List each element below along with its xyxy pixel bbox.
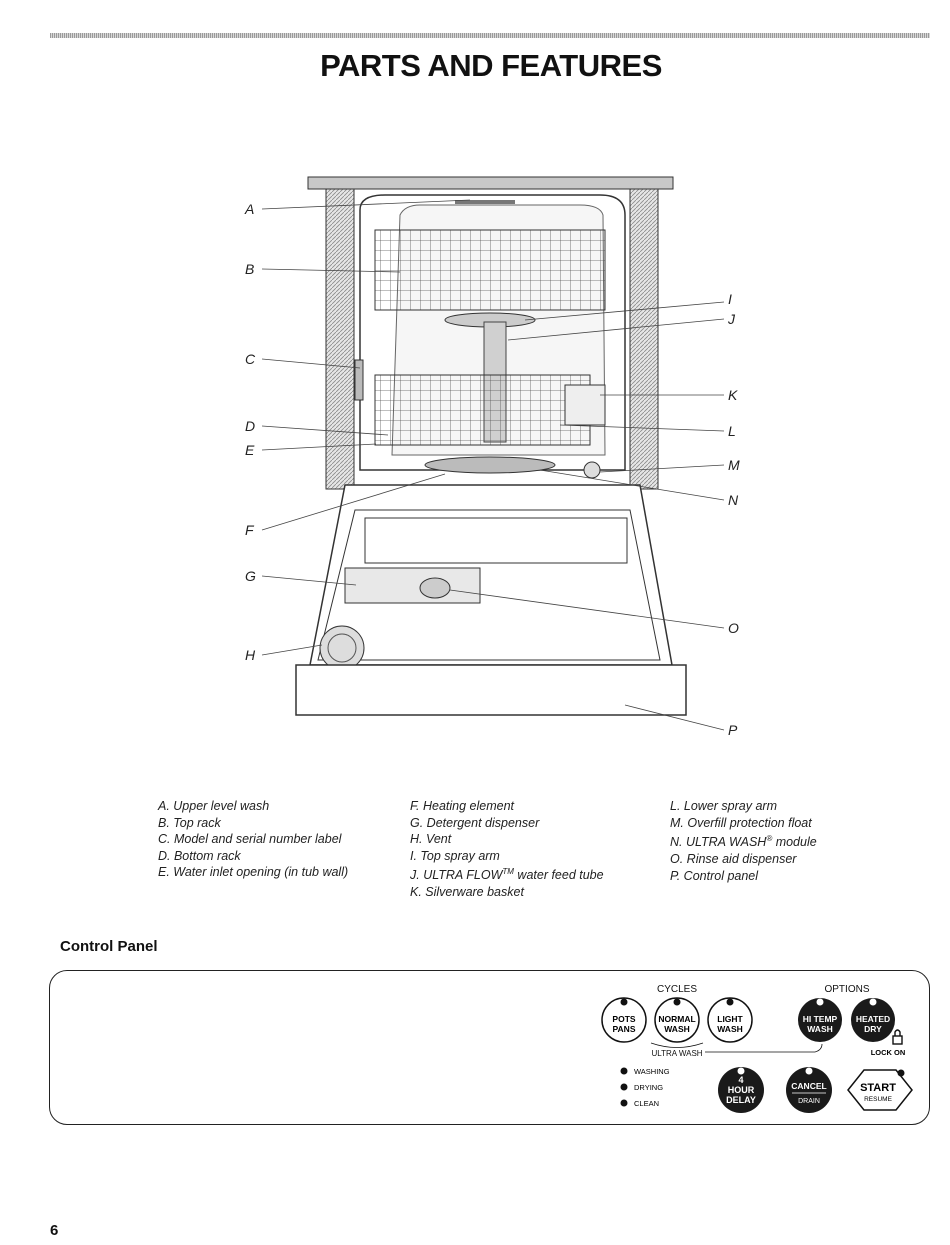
legend-item: P. Control panel	[670, 868, 759, 883]
svg-text:WASH: WASH	[664, 1024, 690, 1034]
legend-item: C. Model and serial number label	[158, 832, 342, 847]
top-rule	[50, 33, 930, 38]
hour-delay-button[interactable]: 4 HOUR DELAY	[718, 1067, 764, 1113]
page-title: PARTS AND FEATURES	[320, 48, 662, 83]
callout-d: D	[245, 418, 255, 434]
legend-item: M. Overfill protection float	[670, 815, 812, 830]
washing-label: WASHING	[634, 1067, 670, 1076]
callout-l: L	[728, 423, 736, 439]
lock-icon	[892, 1029, 903, 1045]
callout-g: G	[245, 568, 256, 584]
legend-item: J. ULTRA FLOWTM water feed tube	[410, 867, 604, 883]
svg-text:WASH: WASH	[807, 1024, 833, 1034]
control-panel-frame	[49, 970, 930, 1125]
svg-text:DRAIN: DRAIN	[798, 1098, 820, 1105]
hi-temp-wash-button[interactable]: HI TEMP WASH	[798, 998, 842, 1042]
svg-text:START: START	[860, 1082, 896, 1094]
svg-text:DRY: DRY	[864, 1024, 882, 1034]
detergent-dispenser	[344, 567, 481, 604]
callout-a: A	[244, 201, 254, 217]
legend-item: H. Vent	[410, 832, 452, 847]
callout-h: H	[245, 647, 256, 663]
dishwasher-diagram: A B C D E F G H I J K L M N O P	[244, 176, 740, 738]
rinse-aid-dispenser	[419, 577, 451, 599]
legend-item: A. Upper level wash	[158, 799, 270, 813]
legend-item: B. Top rack	[158, 815, 221, 830]
heated-dry-button[interactable]: HEATED DRY	[851, 998, 895, 1042]
indicator-dot	[620, 1083, 628, 1091]
callout-b: B	[245, 261, 254, 277]
callout-f: F	[245, 522, 255, 538]
page-number: 6	[50, 1222, 59, 1239]
upper-level-wash	[455, 200, 515, 204]
legend-item: N. ULTRA WASH® module	[670, 834, 817, 850]
ultra-wash-link-line	[705, 1043, 823, 1053]
legend-column-2: F. Heating element G. Detergent dispense…	[410, 798, 604, 901]
svg-text:WASH: WASH	[717, 1024, 743, 1034]
svg-text:PANS: PANS	[613, 1024, 636, 1034]
svg-text:CANCEL: CANCEL	[791, 1081, 826, 1091]
svg-text:RESUME: RESUME	[864, 1096, 892, 1103]
cycles-label: CYCLES	[657, 984, 697, 995]
legend-item: O. Rinse aid dispenser	[670, 851, 797, 866]
svg-text:HEATED: HEATED	[856, 1014, 890, 1024]
door-window	[364, 517, 628, 564]
legend-item: F. Heating element	[410, 799, 514, 813]
control-panel: CYCLES OPTIONS POTS PANS NORMAL WASH LIG…	[601, 984, 913, 1113]
callout-n: N	[728, 492, 739, 508]
cabinet-side-left	[325, 188, 355, 490]
control-panel-heading: Control Panel	[60, 938, 158, 955]
legend-item: E. Water inlet opening (in tub wall)	[158, 865, 349, 880]
svg-text:HOUR: HOUR	[728, 1085, 755, 1095]
serial-label	[354, 359, 364, 401]
callout-i: I	[728, 291, 732, 307]
svg-text:DELAY: DELAY	[726, 1095, 756, 1105]
clean-label: CLEAN	[634, 1099, 659, 1108]
cabinet-top	[307, 176, 674, 190]
overfill-float	[583, 461, 601, 479]
door-bottom	[295, 664, 687, 716]
legend-item: D. Bottom rack	[158, 848, 241, 863]
ultra-wash-bracket	[650, 1042, 704, 1048]
legend-item: K. Silverware basket	[410, 885, 524, 900]
callout-m: M	[728, 457, 740, 473]
bottom-rack	[374, 374, 591, 446]
callout-j: J	[727, 311, 736, 327]
ultra-wash-label: ULTRA WASH	[651, 1049, 702, 1058]
svg-text:NORMAL: NORMAL	[658, 1014, 695, 1024]
legend-item: G. Detergent dispenser	[410, 815, 540, 830]
callout-c: C	[245, 351, 256, 367]
status-lights: WASHING DRYING CLEAN	[620, 1067, 670, 1108]
cabinet-side-right	[629, 188, 659, 490]
indicator-dot	[620, 1067, 628, 1075]
legend-column-1: A. Upper level wash B. Top rack C. Model…	[158, 798, 348, 881]
svg-text:4: 4	[738, 1075, 743, 1085]
callout-k: K	[728, 387, 738, 403]
silverware-basket	[564, 384, 606, 426]
indicator-dot	[620, 1099, 628, 1107]
drying-label: DRYING	[634, 1083, 663, 1092]
callout-o: O	[728, 620, 739, 636]
light-wash-button[interactable]: LIGHT WASH	[707, 997, 753, 1043]
start-resume-button[interactable]: START RESUME	[847, 1069, 913, 1111]
vent	[319, 625, 365, 671]
svg-text:POTS: POTS	[612, 1014, 635, 1024]
svg-text:LIGHT: LIGHT	[717, 1014, 743, 1024]
lower-spray-arm	[424, 456, 556, 474]
lock-on-label: LOCK ON	[871, 1048, 906, 1057]
normal-wash-button[interactable]: NORMAL WASH	[654, 997, 700, 1043]
callout-e: E	[245, 442, 255, 458]
cancel-drain-button[interactable]: CANCEL DRAIN	[786, 1067, 832, 1113]
top-rack	[374, 229, 606, 311]
callout-p: P	[728, 722, 738, 738]
legend-item: L. Lower spray arm	[670, 799, 777, 813]
options-label: OPTIONS	[824, 984, 869, 995]
svg-text:HI TEMP: HI TEMP	[803, 1014, 838, 1024]
legend-item: I. Top spray arm	[410, 848, 500, 863]
legend-column-3: L. Lower spray arm M. Overfill protectio…	[670, 798, 817, 884]
pots-pans-button[interactable]: POTS PANS	[601, 997, 647, 1043]
